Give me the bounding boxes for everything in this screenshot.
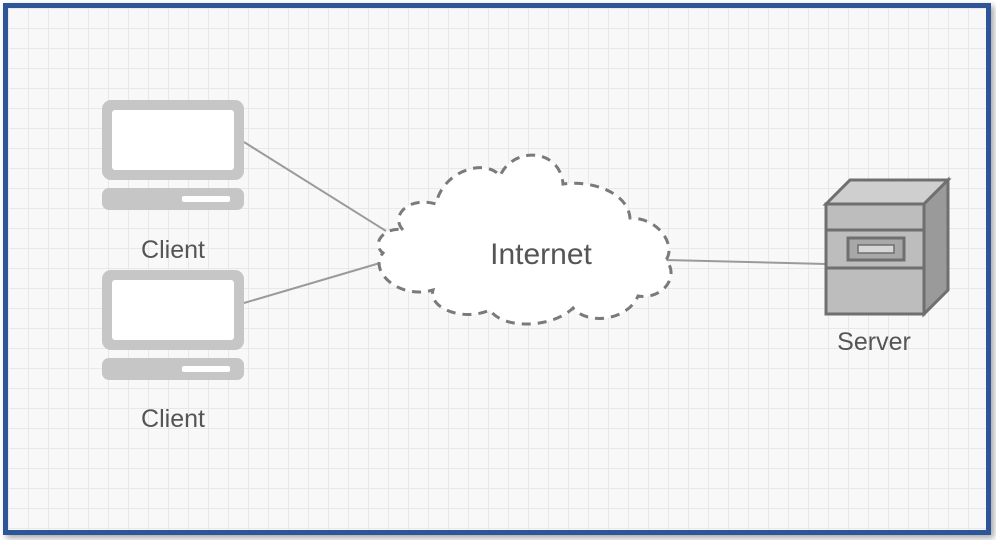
client-top-label: Client: [141, 236, 205, 264]
client-bottom-laptop-icon: [102, 270, 244, 380]
server-icon: [822, 176, 952, 318]
client-top-laptop-icon: [102, 100, 244, 210]
diagram-canvas: Client Client Internet Server: [3, 3, 991, 535]
internet-label: Internet: [490, 238, 592, 271]
client-bottom-label: Client: [141, 405, 205, 433]
network-diagram: Client Client Internet Server: [102, 100, 952, 433]
edge-client-bottom-internet: [243, 262, 381, 304]
server-label: Server: [837, 328, 911, 356]
edge-internet-server: [665, 259, 827, 265]
edge-client-top-internet: [243, 141, 387, 232]
internet-cloud-icon: [376, 153, 673, 326]
